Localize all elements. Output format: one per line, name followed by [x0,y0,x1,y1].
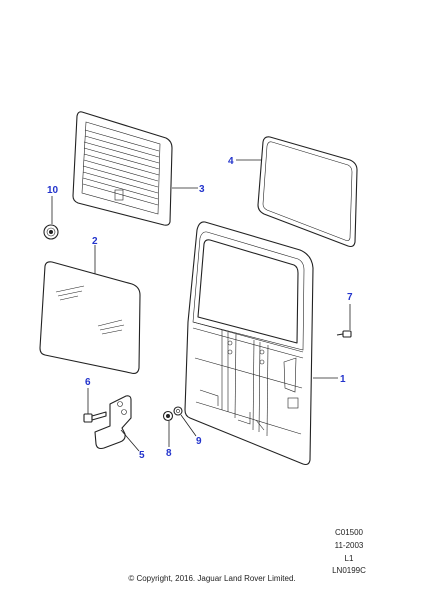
part-6-bolt[interactable] [83,411,107,423]
callout-8[interactable]: 8 [166,448,172,459]
part-5-bracket[interactable] [94,395,132,450]
callout-6[interactable]: 6 [85,377,91,388]
part-9-washer[interactable] [173,406,183,416]
part-2-glass[interactable] [39,261,141,374]
part-3-panel[interactable] [72,111,173,226]
leader-lines [51,159,351,452]
copyright-text: © Copyright, 2016. Jaguar Land Rover Lim… [128,574,296,583]
callout-5[interactable]: 5 [139,450,145,461]
part-4-seal[interactable] [257,136,358,248]
diagram-code: C01500 [334,528,364,537]
callout-10[interactable]: 10 [47,185,59,196]
diagram-level: L1 [344,554,354,563]
glass-reflection-lines [55,285,125,335]
part-10-grommet[interactable] [43,224,59,240]
part-8-nut[interactable] [162,410,174,422]
diagram-ref: LN0199C [332,566,366,575]
callout-2[interactable]: 2 [92,236,98,247]
callout-9[interactable]: 9 [196,436,202,447]
part-1-door-frame[interactable] [184,221,314,466]
diagram-date: 11-2003 [334,541,364,550]
callout-3[interactable]: 3 [199,184,205,195]
part-7-screw[interactable] [336,330,352,338]
callout-4[interactable]: 4 [228,156,234,167]
louvre-lines [82,129,160,206]
callout-1[interactable]: 1 [340,374,346,385]
callout-7[interactable]: 7 [347,292,353,303]
